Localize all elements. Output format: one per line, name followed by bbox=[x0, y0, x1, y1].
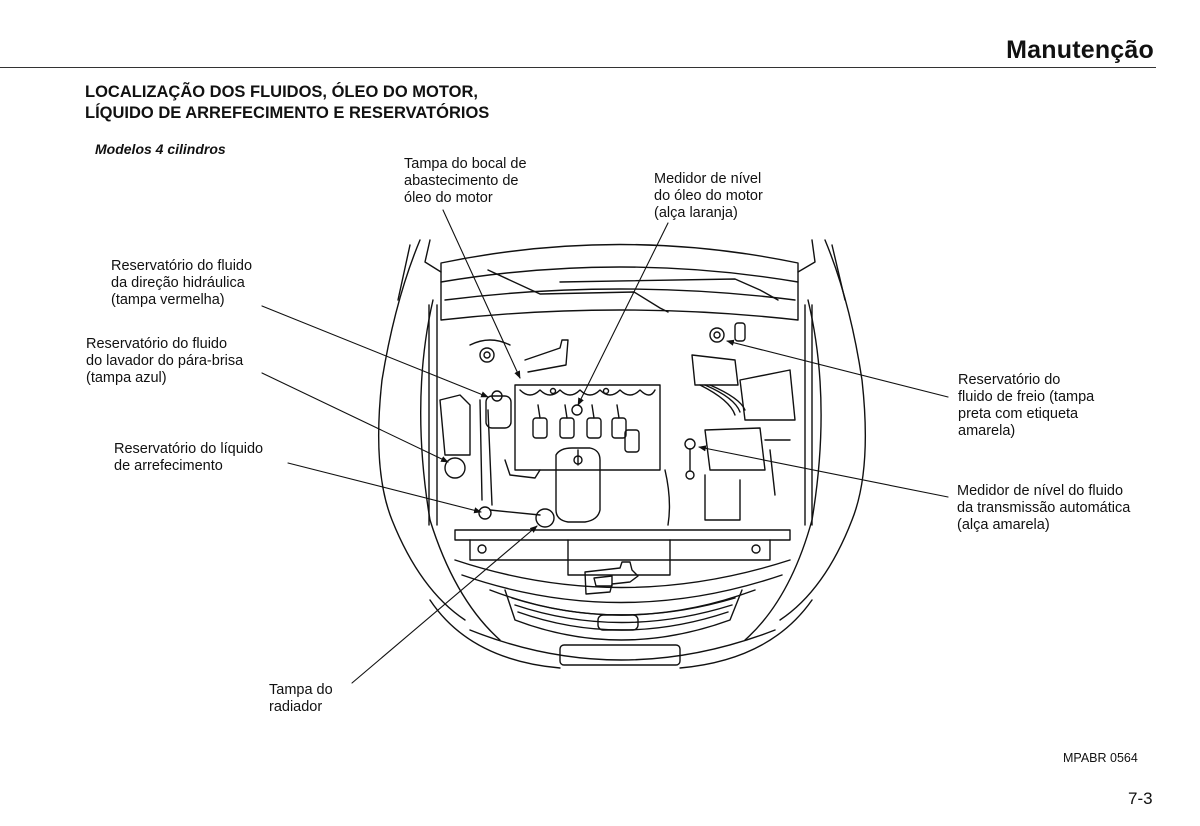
label-line: Reservatório do bbox=[958, 372, 1061, 388]
leader-brake-fluid bbox=[726, 339, 949, 398]
label-line: (alça amarela) bbox=[957, 517, 1050, 533]
section-title: Manutenção bbox=[1006, 36, 1154, 64]
hood-latch bbox=[584, 561, 639, 595]
label-line: (alça laranja) bbox=[654, 205, 738, 221]
leader-oil-dipstick bbox=[577, 222, 669, 406]
label-line: Medidor de nível bbox=[654, 171, 762, 187]
left-components bbox=[439, 339, 569, 528]
page-heading-line-1: LOCALIZAÇÃO DOS FLUIDOS, ÓLEO DO MOTOR, bbox=[85, 83, 478, 101]
label-oil-filler-cap: Tampa do bocal de abastecimento de óleo … bbox=[404, 156, 527, 207]
leader-washer-reservoir bbox=[261, 372, 449, 463]
header-divider bbox=[0, 67, 1156, 68]
leader-coolant-reservoir bbox=[287, 462, 482, 514]
leader-radiator-cap bbox=[351, 525, 538, 684]
label-washer-reservoir: Reservatório do fluido do lavador do pár… bbox=[86, 336, 243, 387]
label-line: do lavador do pára-brisa bbox=[86, 353, 244, 369]
label-line: Tampa do bbox=[269, 682, 333, 698]
label-power-steering-reservoir: Reservatório do fluido da direção hidráu… bbox=[111, 258, 252, 309]
leader-oil-filler-cap bbox=[442, 209, 521, 379]
label-line: Reservatório do fluido bbox=[111, 258, 253, 274]
label-radiator-cap: Tampa do radiador bbox=[269, 682, 333, 716]
leader-atf-dipstick bbox=[698, 445, 949, 498]
label-coolant-reservoir: Reservatório do líquido de arrefecimento bbox=[114, 441, 263, 475]
label-line: amarela) bbox=[958, 423, 1016, 439]
figure-code: MPABR 0564 bbox=[1063, 751, 1138, 765]
label-line: da direção hidráulica bbox=[111, 275, 245, 291]
label-line: abastecimento de bbox=[404, 173, 519, 189]
leader-power-steering bbox=[261, 305, 489, 398]
label-line: (tampa azul) bbox=[86, 370, 167, 386]
label-line: preta com etiqueta bbox=[958, 406, 1079, 422]
hood-drawing bbox=[424, 239, 816, 321]
label-line: da transmissão automática bbox=[957, 500, 1131, 516]
label-oil-dipstick: Medidor de nível do óleo do motor (alça … bbox=[654, 171, 763, 222]
label-line: fluido de freio (tampa bbox=[958, 389, 1095, 405]
page-number: 7-3 bbox=[1128, 789, 1153, 808]
label-line: (tampa vermelha) bbox=[111, 292, 225, 308]
right-components bbox=[664, 322, 796, 526]
label-line: Reservatório do fluido bbox=[86, 336, 228, 352]
label-line: Reservatório do líquido bbox=[114, 441, 264, 457]
label-atf-dipstick: Medidor de nível do fluido da transmissã… bbox=[957, 483, 1130, 534]
label-line: radiador bbox=[269, 699, 323, 715]
label-line: do óleo do motor bbox=[654, 188, 763, 204]
label-line: óleo do motor bbox=[404, 190, 493, 206]
label-line: Tampa do bocal de bbox=[404, 156, 527, 172]
body-outline bbox=[377, 239, 867, 641]
label-line: Medidor de nível do fluido bbox=[957, 483, 1124, 499]
model-subheading: Modelos 4 cilindros bbox=[95, 141, 226, 157]
leader-lines bbox=[261, 209, 949, 684]
page-heading-line-2: LÍQUIDO DE ARREFECIMENTO E RESERVATÓRIOS bbox=[85, 104, 490, 122]
page-heading: LOCALIZAÇÃO DOS FLUIDOS, ÓLEO DO MOTOR, … bbox=[85, 82, 489, 124]
front-bumper-grille bbox=[429, 559, 813, 669]
label-line: de arrefecimento bbox=[114, 458, 223, 474]
engine-block bbox=[514, 384, 661, 523]
radiator-support bbox=[454, 529, 791, 576]
label-brake-fluid-reservoir: Reservatório do fluido de freio (tampa p… bbox=[958, 372, 1094, 440]
